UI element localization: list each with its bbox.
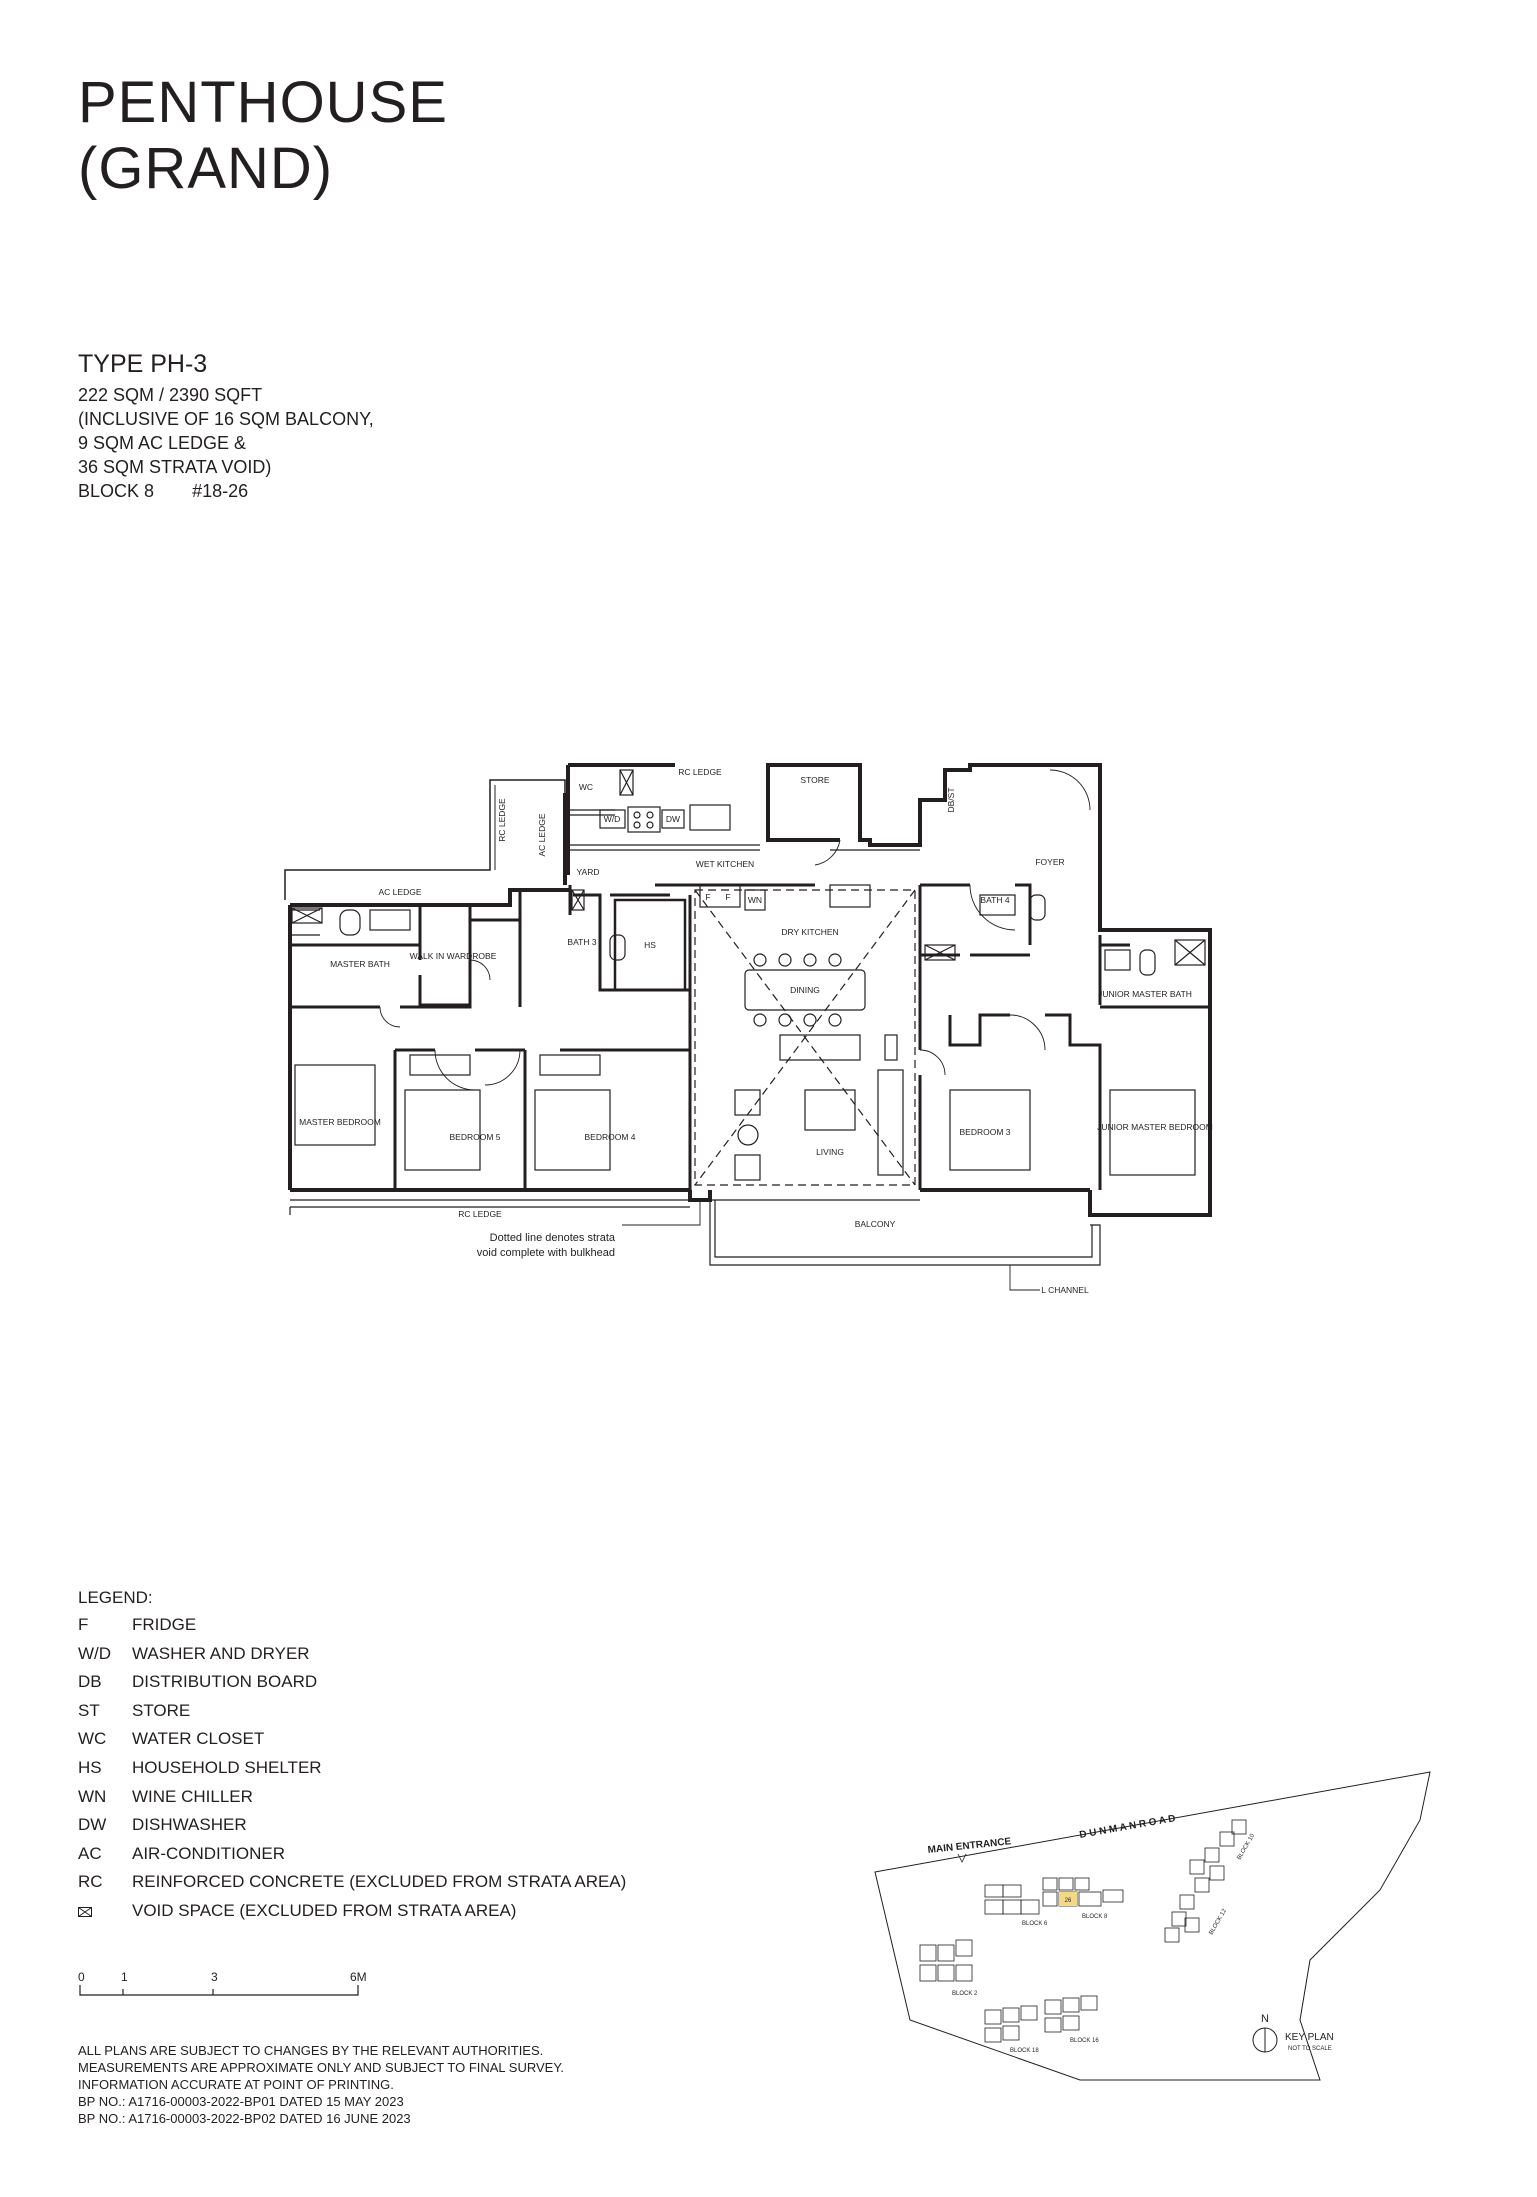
label-db: DB/ST bbox=[946, 787, 956, 812]
label-bedroom3: BEDROOM 3 bbox=[959, 1127, 1010, 1137]
legend-description: WATER CLOSET bbox=[132, 1729, 265, 1749]
label-foyer: FOYER bbox=[1035, 857, 1064, 867]
label-rc-ledge-left: RC LEDGE bbox=[497, 798, 507, 842]
legend-description: WINE CHILLER bbox=[132, 1786, 253, 1806]
floor-plan: RC LEDGE STORE WC W/D DW DB/ST YARD WET … bbox=[284, 763, 1213, 1295]
label-f2: F bbox=[725, 892, 730, 902]
label-f1: F bbox=[705, 892, 710, 902]
label-junior-master-bedroom: JUNIOR MASTER BEDROOM bbox=[1097, 1122, 1213, 1132]
keyplan-block12: BLOCK 12 bbox=[1209, 1908, 1229, 1936]
legend-description: VOID SPACE (EXCLUDED FROM STRATA AREA) bbox=[132, 1901, 517, 1920]
legend-description: REINFORCED CONCRETE (EXCLUDED FROM STRAT… bbox=[132, 1872, 627, 1892]
strata-note-2: void complete with bulkhead bbox=[477, 1247, 615, 1259]
label-dw: DW bbox=[666, 814, 680, 824]
legend-code: F bbox=[78, 1615, 89, 1634]
disclaimer: ALL PLANS ARE SUBJECT TO CHANGES BY THE … bbox=[78, 2042, 564, 2127]
label-ac-ledge-left: AC LEDGE bbox=[537, 813, 547, 856]
label-rc-ledge-bottom: RC LEDGE bbox=[458, 1209, 502, 1219]
legend-heading: LEGEND: bbox=[78, 1588, 153, 1607]
legend-description: WASHER AND DRYER bbox=[132, 1643, 310, 1663]
key-plan: MAIN ENTRANCE D U N M A N R O A D N KEY … bbox=[874, 1771, 1431, 2081]
legend-description: DISHWASHER bbox=[132, 1815, 247, 1835]
legend-code bbox=[78, 1901, 128, 1921]
unit-block-row: BLOCK 8 #18-26 bbox=[78, 479, 248, 503]
disclaimer-line-2: MEASUREMENTS ARE APPROXIMATE ONLY AND SU… bbox=[78, 2060, 564, 2075]
label-walk-in: WALK IN WARDROBE bbox=[410, 951, 497, 961]
scale-tick-1: 1 bbox=[121, 1970, 128, 1984]
scale-bar bbox=[79, 1985, 359, 1996]
label-dry-kitchen: DRY KITCHEN bbox=[781, 927, 838, 937]
label-master-bath: MASTER BATH bbox=[330, 959, 390, 969]
legend-code: AC bbox=[78, 1843, 102, 1863]
unit-number: #18-26 bbox=[192, 481, 249, 501]
keyplan-title: KEY PLAN bbox=[1285, 2032, 1334, 2043]
title-line-2: (GRAND) bbox=[78, 136, 334, 201]
unit-block: BLOCK 8 bbox=[78, 481, 155, 501]
page-title: PENTHOUSE (GRAND) bbox=[78, 70, 448, 202]
disclaimer-line-4: BP NO.: A1716-00003-2022-BP01 DATED 15 M… bbox=[78, 2094, 404, 2109]
keyplan-north: N bbox=[1261, 2013, 1269, 2025]
keyplan-main-entrance: MAIN ENTRANCE bbox=[927, 1836, 1012, 1856]
unit-inclusive-3: 36 SQM STRATA VOID) bbox=[78, 457, 272, 477]
label-living: LIVING bbox=[816, 1147, 844, 1157]
label-balcony: BALCONY bbox=[855, 1219, 896, 1229]
legend-code: ST bbox=[78, 1700, 100, 1720]
void-space-icon bbox=[78, 1906, 92, 1917]
unit-inclusive-2: 9 SQM AC LEDGE & bbox=[78, 433, 247, 453]
legend-description: STORE bbox=[132, 1700, 191, 1720]
keyplan-block10: BLOCK 10 bbox=[1237, 1833, 1257, 1861]
label-wc: WC bbox=[579, 782, 593, 792]
strata-note-1: Dotted line denotes strata bbox=[490, 1232, 616, 1244]
legend-code: DW bbox=[78, 1815, 107, 1835]
unit-inclusive-1: (INCLUSIVE OF 16 SQM BALCONY, bbox=[78, 409, 374, 429]
label-hs: HS bbox=[644, 940, 656, 950]
scale-tick-6: 6M bbox=[350, 1970, 367, 1984]
legend-description: FRIDGE bbox=[132, 1615, 197, 1634]
legend-code: DB bbox=[78, 1672, 102, 1692]
legend-code: RC bbox=[78, 1872, 103, 1892]
legend-code: WN bbox=[78, 1786, 107, 1806]
label-junior-master-bath: JUNIOR MASTER BATH bbox=[1098, 989, 1192, 999]
keyplan-block6: BLOCK 6 bbox=[1022, 1921, 1048, 1927]
label-bath3: BATH 3 bbox=[567, 937, 596, 947]
label-master-bedroom: MASTER BEDROOM bbox=[299, 1117, 381, 1127]
keyplan-block2: BLOCK 2 bbox=[952, 1991, 978, 1997]
label-bath4: BATH 4 bbox=[980, 895, 1009, 905]
label-wd: W/D bbox=[604, 814, 621, 824]
label-wn: WN bbox=[748, 895, 762, 905]
unit-area: 222 SQM / 2390 SQFT bbox=[78, 385, 263, 405]
label-ac-ledge-top: AC LEDGE bbox=[379, 887, 422, 897]
title-line-1: PENTHOUSE bbox=[78, 70, 448, 135]
disclaimer-line-5: BP NO.: A1716-00003-2022-BP02 DATED 16 J… bbox=[78, 2111, 411, 2126]
legend-code: WC bbox=[78, 1729, 107, 1749]
keyplan-subtitle: NOT TO SCALE bbox=[1288, 2046, 1332, 2052]
label-rc-ledge-top: RC LEDGE bbox=[678, 767, 722, 777]
keyplan-highlight-unit: 26 bbox=[1065, 1898, 1072, 1904]
label-l-channel: L CHANNEL bbox=[1041, 1285, 1089, 1295]
legend-description: AIR-CONDITIONER bbox=[132, 1843, 285, 1863]
label-yard: YARD bbox=[577, 867, 600, 877]
label-bedroom5: BEDROOM 5 bbox=[449, 1132, 500, 1142]
legend-code: HS bbox=[78, 1758, 102, 1777]
legend-description: HOUSEHOLD SHELTER bbox=[132, 1758, 322, 1777]
disclaimer-line-1: ALL PLANS ARE SUBJECT TO CHANGES BY THE … bbox=[78, 2043, 544, 2058]
legend-description: DISTRIBUTION BOARD bbox=[132, 1672, 318, 1692]
disclaimer-line-3: INFORMATION ACCURATE AT POINT OF PRINTIN… bbox=[78, 2077, 394, 2092]
keyplan-block16: BLOCK 16 bbox=[1070, 2038, 1099, 2044]
scale-tick-0: 0 bbox=[78, 1970, 85, 1984]
legend-code: W/D bbox=[78, 1643, 112, 1663]
unit-type: TYPE PH-3 bbox=[78, 350, 208, 378]
label-store: STORE bbox=[800, 775, 829, 785]
label-bedroom4: BEDROOM 4 bbox=[584, 1132, 635, 1142]
keyplan-road: D U N M A N R O A D bbox=[1079, 1813, 1177, 1841]
keyplan-block18: BLOCK 18 bbox=[1010, 2048, 1039, 2054]
label-dining: DINING bbox=[790, 985, 820, 995]
scale-tick-3: 3 bbox=[211, 1970, 218, 1984]
keyplan-block8: BLOCK 8 bbox=[1082, 1914, 1108, 1920]
label-wet-kitchen: WET KITCHEN bbox=[696, 859, 754, 869]
